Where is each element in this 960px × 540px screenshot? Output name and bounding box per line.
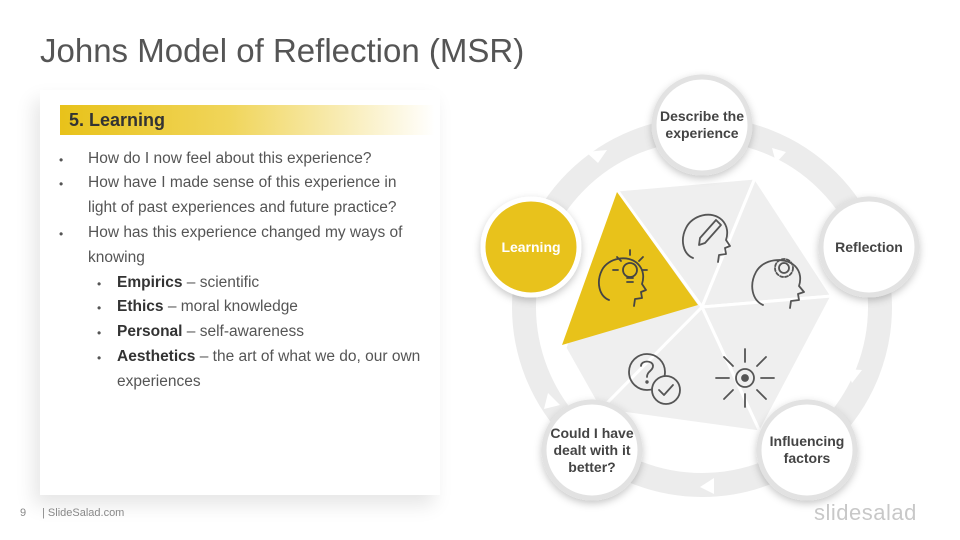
bullet-dot: •: [59, 227, 64, 241]
section-header: 5. Learning: [60, 105, 435, 135]
node-label-learning: Learning: [501, 238, 561, 255]
bullet-item: How has this experience changed my ways …: [88, 224, 403, 241]
section-header-label: 5. Learning: [69, 110, 166, 130]
node-label-could-have: Could I have dealt with it better?: [550, 424, 634, 475]
sub-bullet-item: Empirics – scientific: [117, 274, 259, 292]
sub-bullet-item: Aesthetics – the art of what we do, our …: [117, 348, 420, 366]
slide-title: Johns Model of Reflection (MSR): [40, 32, 525, 69]
node-could-have[interactable]: [541, 399, 643, 501]
segment-learning-highlight: [562, 192, 698, 345]
sub-bullet-term: Empirics: [117, 274, 183, 291]
head-gear-icon: [751, 258, 805, 309]
sub-bullet-item: Ethics – moral knowledge: [117, 298, 298, 316]
sub-bullet-desc: – moral knowledge: [167, 298, 298, 315]
bullet-item: How do I now feel about this experience?: [88, 150, 372, 167]
brand-logo: slidesalad: [814, 500, 917, 525]
content-panel: 5. Learning • How do I now feel about th…: [40, 90, 440, 495]
node-label-influencing: Influencing factors: [769, 433, 845, 466]
sub-bullet-desc: – self-awareness: [186, 323, 304, 340]
node-influencing[interactable]: [756, 399, 858, 501]
node-label-reflection: Reflection: [835, 238, 903, 255]
head-lightbulb-icon: [598, 249, 648, 307]
node-describe[interactable]: [651, 74, 753, 176]
bullet-list: • How do I now feel about this experienc…: [40, 90, 440, 495]
bullet-item-continuation: knowing: [88, 249, 145, 266]
bullet-item: How have I made sense of this experience…: [88, 174, 397, 191]
sub-bullet-continuation: experiences: [117, 373, 201, 390]
sub-bullet-dot: •: [97, 326, 102, 340]
node-circles: [480, 74, 920, 501]
sub-bullet-desc: – the art of what we do, our own: [199, 348, 421, 365]
bullet-item-continuation: light of past experiences and future pra…: [88, 199, 397, 216]
bullet-dot: •: [59, 177, 64, 191]
sub-bullet-dot: •: [97, 351, 102, 365]
sub-bullet-term: Aesthetics: [117, 348, 196, 365]
sub-bullet-dot: •: [97, 277, 102, 291]
head-pencil-icon: [682, 213, 731, 263]
node-reflection[interactable]: [818, 196, 920, 298]
node-learning[interactable]: [480, 196, 582, 298]
sub-bullet-dot: •: [97, 301, 102, 315]
pentagon-segments: [562, 174, 835, 436]
sub-bullet-desc: – scientific: [186, 274, 260, 291]
page-number: 9: [20, 507, 27, 519]
sub-bullet-item: Personal – self-awareness: [117, 323, 304, 341]
sub-bullet-term: Personal: [117, 323, 183, 340]
sub-bullet-term: Ethics: [117, 298, 164, 315]
bullet-dot: •: [59, 153, 64, 167]
footer-site: | SlideSalad.com: [42, 507, 125, 519]
arrows-target-icon: [715, 348, 775, 408]
node-label-describe: Describe the experience: [659, 108, 745, 141]
question-check-icon: [628, 353, 681, 405]
